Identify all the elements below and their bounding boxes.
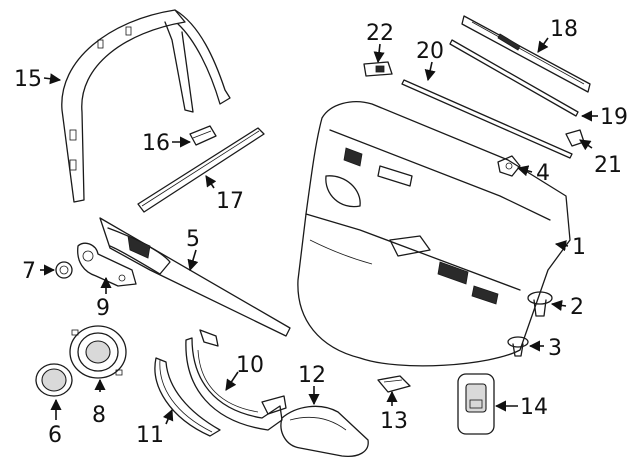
callout-21: 21: [594, 153, 622, 178]
part-12-armrest-pad: [280, 405, 369, 458]
part-4-bracket: [497, 155, 521, 177]
callout-2: 2: [570, 295, 584, 320]
callout-17: 17: [216, 189, 244, 214]
part-18-window-channel: [461, 15, 591, 93]
part-3-push-pin: [507, 336, 529, 357]
leader-lines: [40, 37, 598, 425]
callout-22: 22: [366, 21, 394, 46]
part-8-speaker: [69, 325, 127, 379]
part-11-curved-trim: [154, 357, 221, 437]
callout-12: 12: [298, 363, 326, 388]
callout-9: 9: [96, 296, 110, 321]
callout-18: 18: [550, 17, 578, 42]
part-17-trim-strip: [137, 127, 265, 213]
callout-7: 7: [22, 259, 36, 284]
callout-6: 6: [48, 423, 62, 448]
callout-4: 4: [536, 161, 550, 186]
part-21-clip: [565, 129, 585, 147]
callout-15: 15: [14, 67, 42, 92]
part-14-key-fob: [457, 373, 495, 435]
callout-labels: 1 2 3 4 5 6 7 8 9 10 11 12 13 14 15 16 1…: [14, 17, 628, 448]
part-22-connector: [363, 61, 393, 77]
part-19-belt-molding: [449, 39, 579, 117]
part-1-door-panel: [297, 101, 571, 367]
part-10-carrier: [185, 329, 287, 431]
callout-10: 10: [236, 353, 264, 378]
callout-11: 11: [136, 423, 164, 448]
part-16-clip: [189, 125, 217, 146]
callout-1: 1: [572, 235, 586, 260]
part-2-push-pin: [527, 291, 553, 317]
part-9-bracket: [77, 242, 137, 287]
callout-19: 19: [600, 105, 628, 130]
callout-3: 3: [548, 336, 562, 361]
callout-8: 8: [92, 403, 106, 428]
callout-20: 20: [416, 39, 444, 64]
callout-5: 5: [186, 227, 200, 252]
callout-14: 14: [520, 395, 548, 420]
part-15-frame-seal: [61, 9, 231, 203]
part-6-speaker-ring: [35, 363, 73, 397]
part-20-seal-strip: [401, 79, 573, 159]
part-13-switch: [377, 375, 411, 393]
part-7-grommet: [55, 261, 73, 279]
callout-16: 16: [142, 131, 170, 156]
callout-13: 13: [380, 409, 408, 434]
part-5-upper-trim: [99, 217, 291, 337]
